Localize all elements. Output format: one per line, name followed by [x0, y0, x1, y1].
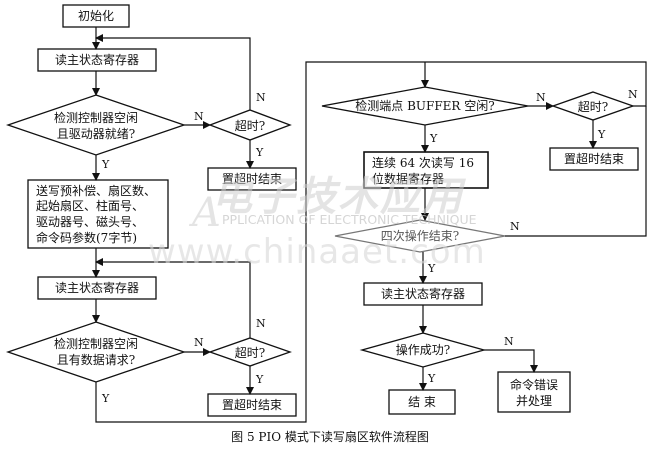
node-end-text: 结 束: [408, 395, 436, 409]
node-set-timeout-1: 置超时结束: [207, 167, 297, 191]
label-check-drq-n: N: [194, 336, 204, 349]
node-read-status-2-text: 读主状态寄存器: [55, 280, 139, 295]
label-success-y: Y: [427, 372, 436, 385]
edge-loop4-no: [505, 106, 647, 237]
label-success-n: N: [504, 335, 514, 348]
node-rw-data-line2: 位数据寄存器: [372, 171, 444, 186]
node-set-timeout-2: 置超时结束: [207, 393, 297, 417]
node-check-buffer-text: 检测端点 BUFFER 空闲?: [355, 98, 494, 113]
node-set-timeout-3: 置超时结束: [549, 147, 639, 171]
node-read-status-3: 读主状态寄存器: [363, 282, 483, 306]
label-timeout1-n: N: [256, 91, 266, 104]
node-error-line1: 命令错误: [510, 377, 558, 392]
label-buffer-y: Y: [429, 132, 438, 145]
label-check-drq-y: Y: [101, 392, 110, 405]
edge-success-to-error: [484, 349, 538, 373]
node-check-ready-line2: 且驱动器就绪?: [57, 127, 135, 141]
label-timeout3-y: Y: [597, 128, 606, 141]
label-loop4-n: N: [510, 220, 520, 233]
node-send-params-line2: 起始扇区、柱面号、: [36, 198, 144, 213]
node-read-status-1-text: 读主状态寄存器: [55, 52, 139, 67]
node-error-line2: 并处理: [516, 394, 552, 408]
node-check-ready-line1: 检测控制器空闲: [54, 110, 138, 125]
node-set-timeout-1-text: 置超时结束: [222, 171, 282, 186]
node-read-status-1: 读主状态寄存器: [37, 48, 157, 72]
node-timeout-3-text: 超时?: [578, 99, 608, 114]
node-send-params-line3: 驱动器号、磁头号、: [36, 214, 144, 229]
node-send-params-line4: 命令码参数(7字节): [36, 230, 137, 245]
label-check-ready-y: Y: [101, 158, 110, 171]
node-op-success: 操作成功?: [359, 332, 487, 368]
node-check-buffer: 检测端点 BUFFER 空闲?: [321, 86, 529, 126]
node-op-success-text: 操作成功?: [396, 342, 450, 357]
node-timeout-1: 超时?: [208, 109, 292, 141]
edge-timeout1-loop: [95, 34, 251, 110]
label-loop4-y: Y: [427, 262, 436, 275]
node-check-drq-line1: 检测控制器空闲: [54, 336, 138, 351]
node-loop4: 四次操作结束?: [334, 219, 506, 253]
connectors: [92, 27, 647, 423]
node-send-params-line1: 送写预补偿、扇区数、: [36, 183, 156, 198]
node-read-status-2: 读主状态寄存器: [37, 276, 157, 300]
node-rw-data-line1: 连续 64 次读写 16: [372, 155, 474, 170]
figure-caption: 图 5 PIO 模式下读写扇区软件流程图: [231, 430, 429, 444]
node-timeout-3: 超时?: [551, 91, 635, 121]
node-init: 初始化: [62, 4, 130, 28]
node-set-timeout-2-text: 置超时结束: [222, 397, 282, 412]
label-check-ready-n: N: [194, 110, 204, 123]
node-check-drq-line2: 且有数据请求?: [57, 352, 135, 367]
node-timeout-1-text: 超时?: [235, 118, 265, 133]
node-check-ready: 检测控制器空闲 且驱动器就绪?: [5, 94, 187, 156]
label-timeout3-n: N: [628, 88, 638, 101]
label-timeout2-y: Y: [255, 373, 264, 386]
node-end: 结 束: [388, 389, 456, 415]
label-timeout2-n: N: [256, 317, 266, 330]
edge-timeout2-loop: [95, 258, 251, 338]
node-send-params: 送写预补偿、扇区数、 起始扇区、柱面号、 驱动器号、磁头号、 命令码参数(7字节…: [27, 179, 169, 249]
label-buffer-n: N: [536, 91, 546, 104]
node-rw-data: 连续 64 次读写 16 位数据寄存器: [363, 151, 489, 189]
node-set-timeout-3-text: 置超时结束: [564, 151, 624, 166]
node-read-status-3-text: 读主状态寄存器: [381, 286, 465, 301]
node-check-drq: 检测控制器空闲 且有数据请求?: [5, 321, 187, 383]
node-error: 命令错误 并处理: [497, 371, 571, 413]
node-init-text: 初始化: [78, 9, 114, 23]
label-timeout1-y: Y: [255, 146, 264, 159]
node-loop4-text: 四次操作结束?: [381, 228, 459, 243]
node-timeout-2-text: 超时?: [235, 345, 265, 360]
node-timeout-2: 超时?: [208, 337, 292, 367]
